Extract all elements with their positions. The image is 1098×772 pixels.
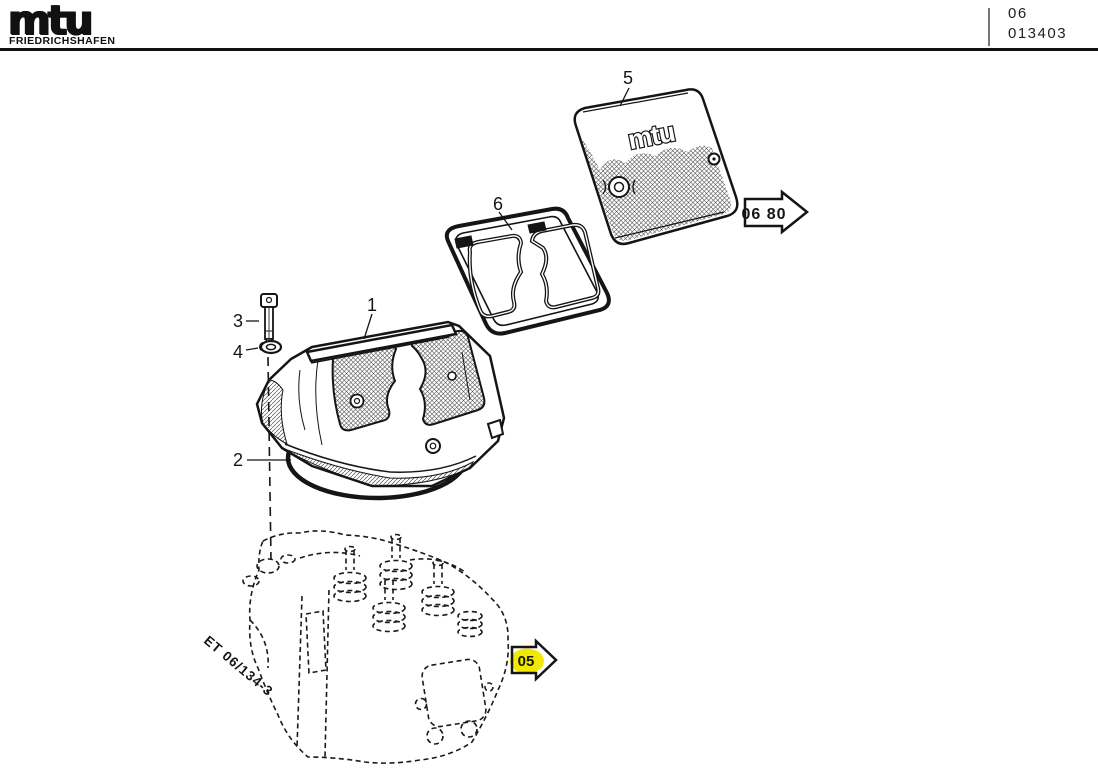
valve-spring-stack [421,559,455,617]
sheet-number: 013403 [1008,25,1068,42]
valve-spring-stack [379,533,413,591]
part-cover: mtu [573,88,739,246]
valve-spring-stack [333,545,367,603]
callout-1: 1 [367,295,377,315]
callout-2: 2 [233,450,243,470]
ref-arrow-06-80[interactable]: 06 80 [741,189,810,235]
assembly-axis-dashed-line [267,356,272,561]
brand-subtext: FRIEDRICHSHAFEN [9,35,116,47]
callout-5: 5 [623,68,633,88]
header-rule [0,48,1098,51]
part-housing [255,320,506,488]
valve-spring-stack [457,610,483,638]
sheet-group: 06 [1008,5,1028,22]
header-divider-line [988,8,990,46]
highlight-mark [510,648,544,674]
cylinder-head-phantom [242,530,510,764]
part-gasket [444,206,611,336]
ref-arrow-label: 06 80 [741,206,786,223]
callout-leader-lines [245,87,630,461]
callout-6: 6 [493,194,503,214]
sheet-arrow-label: 05 [518,653,535,670]
part-bolt [260,293,278,345]
mtu-brand-logo: mtu [8,0,93,44]
part-washer [259,339,283,355]
sheet-arrow-05[interactable]: 05 [510,638,558,682]
sheet-number-block: 06 013403 [1008,4,1067,44]
callout-3: 3 [233,311,243,331]
valve-spring-stack [372,580,406,633]
callout-4: 4 [233,342,243,362]
